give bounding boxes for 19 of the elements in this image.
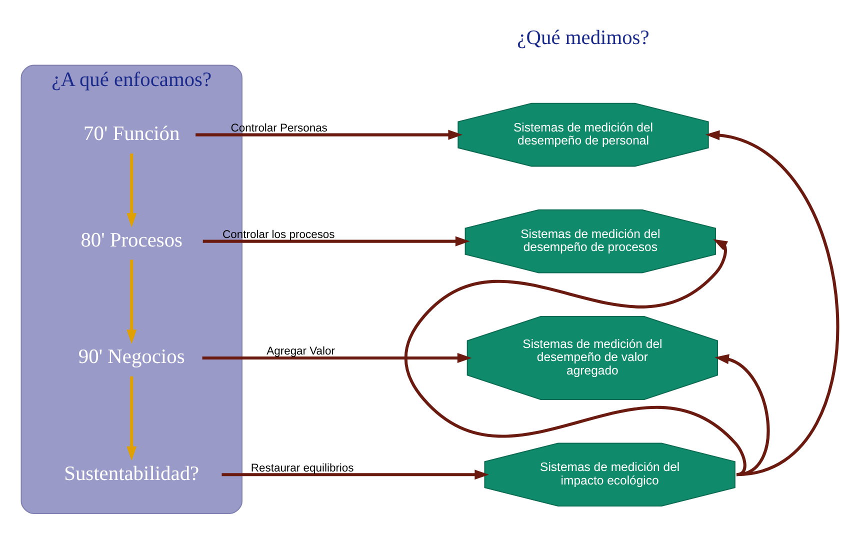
arrow xyxy=(221,469,489,480)
node-text: 80' Procesos xyxy=(80,228,182,251)
arrow xyxy=(126,153,136,227)
arrow xyxy=(714,354,770,476)
label: ¿Qué medimos? xyxy=(516,26,649,48)
arrow xyxy=(195,129,462,140)
edge-label: Agregar Valor xyxy=(266,345,335,358)
node-text: Sustentabilidad? xyxy=(64,462,199,484)
edge-label: Restaurar equilibrios xyxy=(250,462,354,474)
arrow xyxy=(202,236,470,246)
node-text: 90' Negocios xyxy=(78,346,184,368)
arrow xyxy=(202,352,472,362)
arrow xyxy=(404,238,746,476)
arrow xyxy=(126,376,136,460)
arrow xyxy=(126,259,136,344)
edge-label: Controlar los procesos xyxy=(222,228,334,241)
edge-label: Controlar Personas xyxy=(230,122,327,134)
node-text: 70' Función xyxy=(83,122,180,144)
arrow xyxy=(704,130,838,476)
